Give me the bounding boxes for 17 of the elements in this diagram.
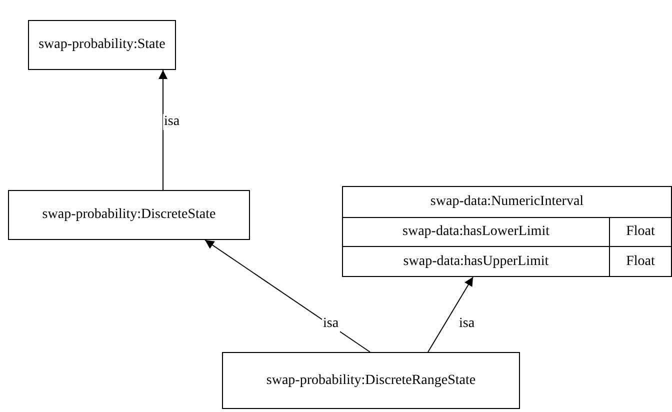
arrow	[158, 70, 168, 190]
class-box	[28, 20, 176, 70]
class-name: swap-probability:State	[38, 37, 166, 53]
property-name: swap-data:hasLowerLimit	[343, 216, 609, 246]
property-name: swap-data:hasUpperLimit	[343, 246, 609, 276]
table-header: swap-data:NumericInterval	[429, 192, 585, 211]
edge-label: isa	[163, 114, 181, 130]
edge-label: isa	[322, 316, 340, 332]
property-type: Float	[609, 216, 671, 246]
property-type: Float	[609, 246, 671, 276]
class-box	[222, 352, 520, 409]
class-table	[342, 186, 672, 277]
arrow	[428, 276, 474, 352]
class-name: swap-probability:DiscreteState	[42, 207, 216, 223]
arrow	[204, 240, 370, 352]
class-name: swap-probability:DiscreteRangeState	[266, 372, 476, 388]
class-box	[8, 190, 250, 240]
